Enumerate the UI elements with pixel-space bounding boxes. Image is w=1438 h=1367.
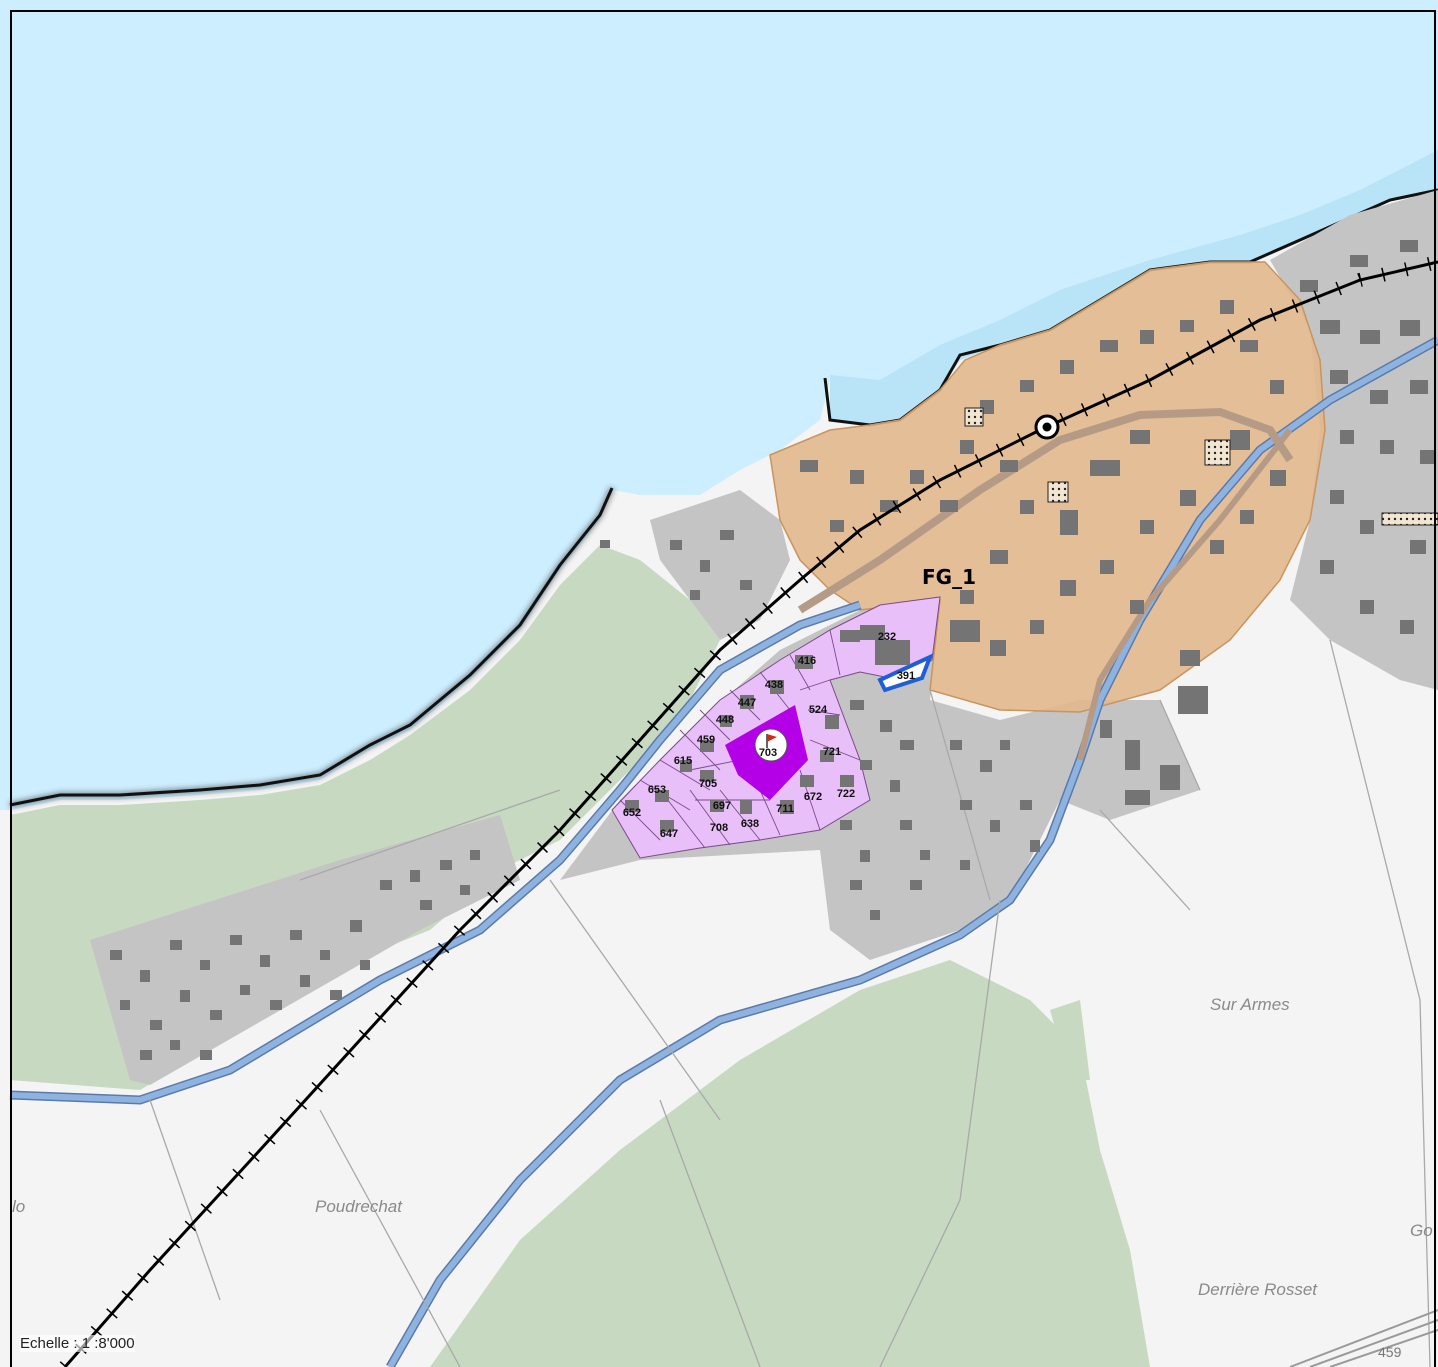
forest-south xyxy=(430,960,1150,1367)
parcel-label: 391 xyxy=(897,670,915,682)
parcel-label: 416 xyxy=(798,655,816,667)
parcel-label: 697 xyxy=(713,800,731,812)
parcel-label: 448 xyxy=(716,714,734,726)
parcel-label: 672 xyxy=(804,791,822,803)
place-name-partial-east: Go xyxy=(1410,1221,1433,1240)
parcel-label: 647 xyxy=(660,828,678,840)
canal-east-inner xyxy=(387,337,1438,1367)
parcel-label: 459 xyxy=(697,734,715,746)
road-number-label: 459 xyxy=(1378,1344,1402,1360)
parcel-label: 721 xyxy=(823,746,841,758)
zone-label: FG_1 xyxy=(922,565,976,589)
railway-station-icon[interactable] xyxy=(1034,414,1060,440)
red-flag-icon[interactable] xyxy=(754,728,788,762)
parcel-label: 524 xyxy=(809,704,828,716)
parcel-label: 615 xyxy=(674,755,692,767)
shore-strip xyxy=(830,150,1438,425)
place-name-derriere-rosset: Derrière Rosset xyxy=(1198,1280,1318,1299)
parcel-391-selected[interactable] xyxy=(877,653,934,693)
roads xyxy=(149,639,1431,1367)
parcel-label: 703 xyxy=(759,747,777,759)
parcel-label: 711 xyxy=(776,803,794,815)
parcel-label: 722 xyxy=(837,788,855,800)
settlement-central xyxy=(560,600,1200,960)
parcel-label: 447 xyxy=(738,697,756,709)
parcel-label: 653 xyxy=(648,784,666,796)
parcel-label: 638 xyxy=(741,818,759,830)
parcel-label: 232 xyxy=(878,631,896,643)
canal-inner xyxy=(9,602,861,1104)
railway xyxy=(59,255,1438,1367)
settlement-north xyxy=(650,490,790,640)
forest-south-east xyxy=(1050,1000,1090,1080)
protected-buildings xyxy=(964,407,1438,526)
main-road-2 xyxy=(1077,428,1293,761)
parcel-label: 708 xyxy=(710,822,728,834)
parcel-labels: 232 416 391 438 447 448 524 459 703 721 … xyxy=(623,631,915,840)
parcel-label: 652 xyxy=(623,807,641,819)
parcel-label: 438 xyxy=(765,679,783,691)
parcel-label: 705 xyxy=(699,778,717,790)
place-name-partial-west: lo xyxy=(12,1197,25,1216)
place-name-poudrechat: Poudrechat xyxy=(315,1197,403,1216)
shoreline-west xyxy=(9,487,614,807)
buildings xyxy=(110,240,1434,1060)
place-name-sur-armes: Sur Armes xyxy=(1210,995,1290,1014)
main-road xyxy=(797,407,1294,614)
settlement-west xyxy=(90,815,520,1085)
scale-label: Echelle : 1 :8'000 xyxy=(20,1335,135,1352)
lake-area xyxy=(0,0,1438,810)
railway-southeast xyxy=(1289,1309,1438,1367)
